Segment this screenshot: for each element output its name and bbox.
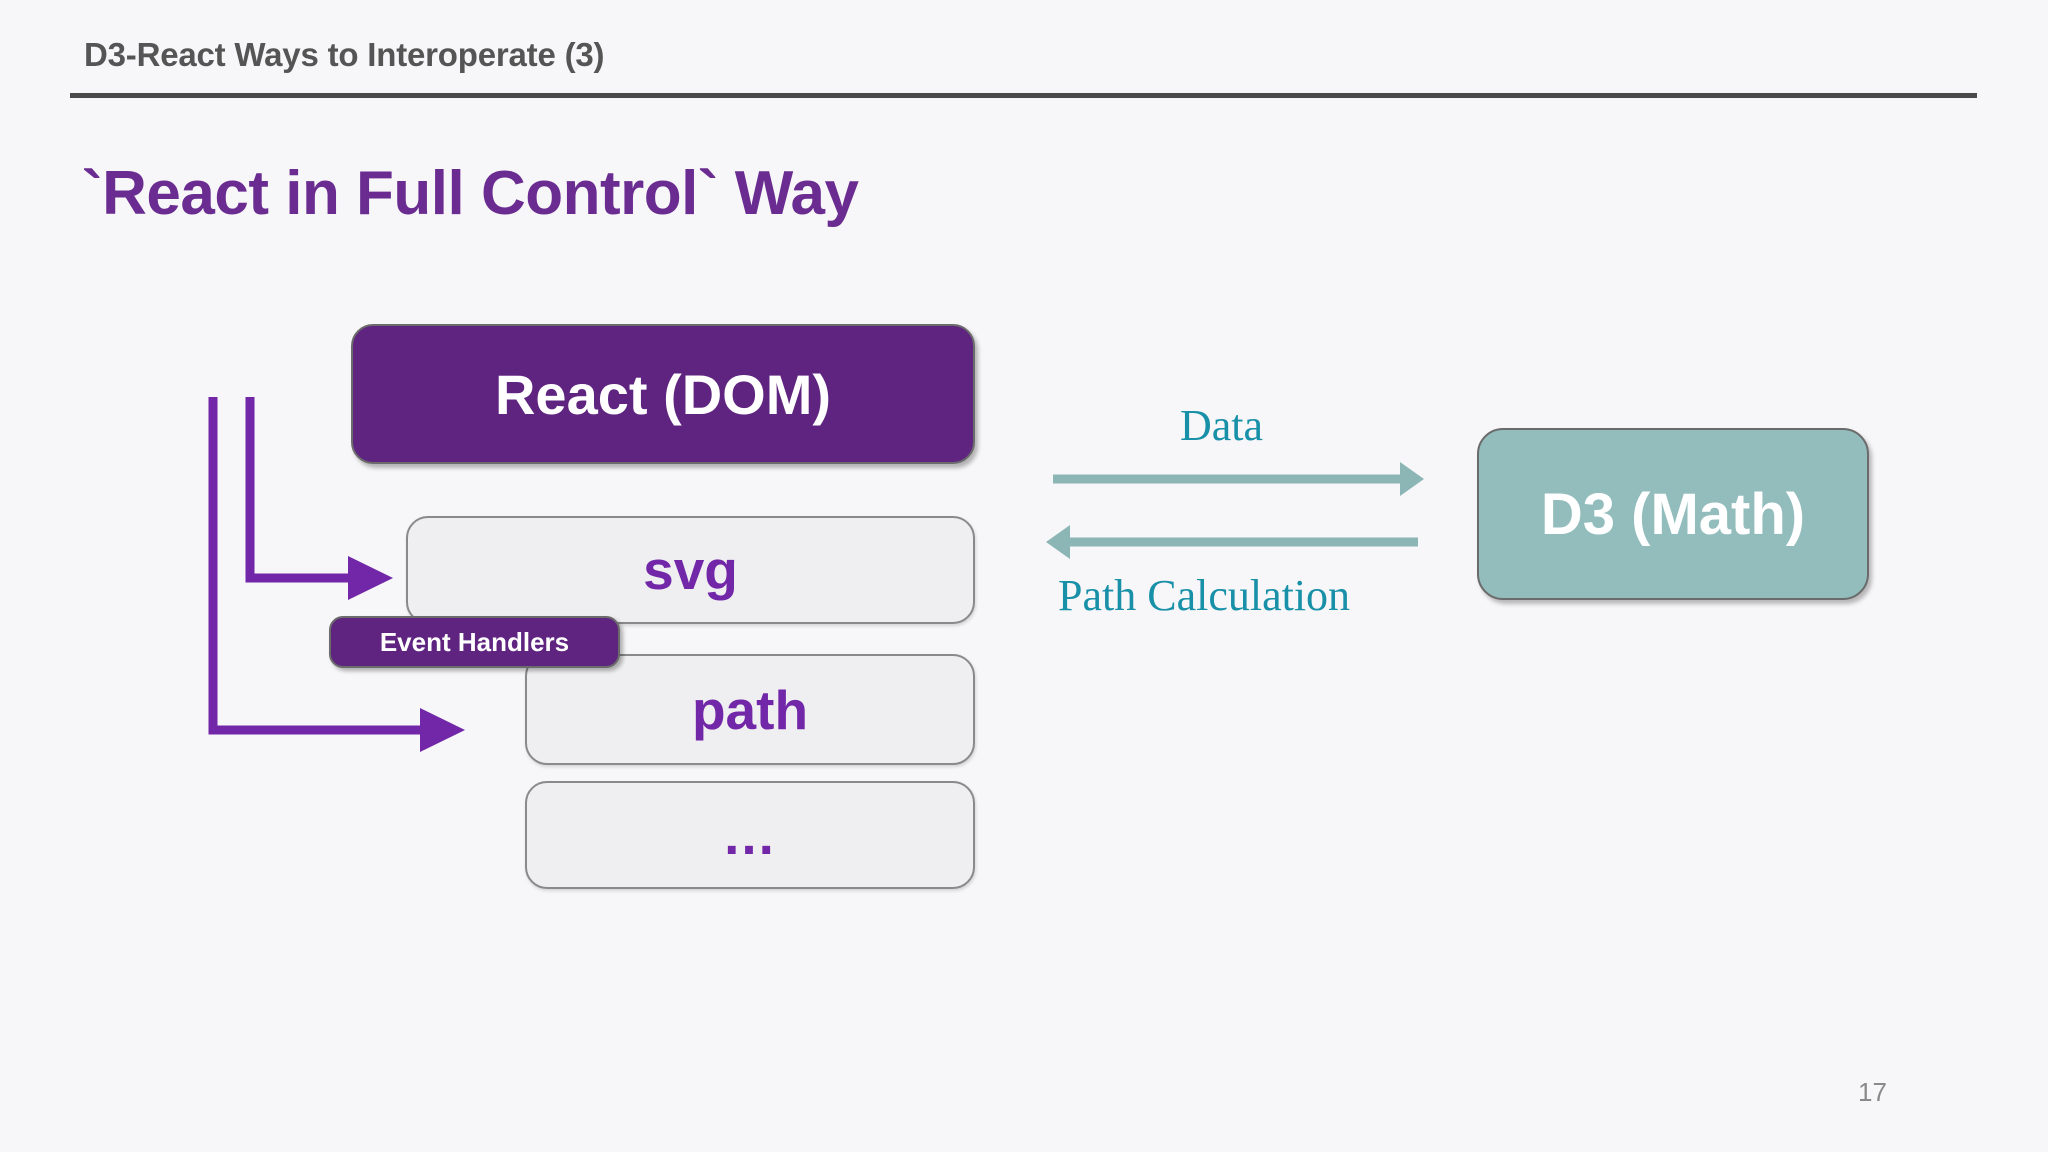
d3-math-box[interactable]: D3 (Math) <box>1477 428 1869 600</box>
d3-math-box-label: D3 (Math) <box>1540 481 1806 547</box>
arrowhead-path-calculation <box>1046 525 1070 559</box>
dom-node-ellipsis-label: ... <box>724 804 776 866</box>
page-title: `React in Full Control` Way <box>82 158 859 228</box>
dom-node-svg-label: svg <box>643 539 738 601</box>
dom-node-ellipsis-box[interactable]: ... <box>525 781 975 889</box>
dom-node-path-box[interactable]: path <box>525 654 975 765</box>
flow-label-path-calculation: Path Calculation <box>1058 571 1351 620</box>
react-dom-box[interactable]: React (DOM) <box>351 324 975 464</box>
event-handlers-badge-label: Event Handlers <box>379 626 570 657</box>
flow-label-data: Data <box>1180 401 1264 450</box>
connector-react-to-svg <box>245 397 348 583</box>
page-number: 17 <box>1858 1077 1887 1107</box>
slide-eyebrow-heading: D3-React Ways to Interoperate (3) <box>84 36 605 73</box>
event-handlers-badge[interactable]: Event Handlers <box>329 616 620 668</box>
header-divider-rule <box>70 93 1977 98</box>
arrowhead-to-svg <box>348 556 393 600</box>
dom-node-path-label: path <box>691 678 809 741</box>
arrowhead-data <box>1400 462 1424 496</box>
react-dom-box-label: React (DOM) <box>494 362 832 426</box>
arrowhead-to-path <box>420 708 465 752</box>
dom-node-svg-box[interactable]: svg <box>406 516 975 624</box>
